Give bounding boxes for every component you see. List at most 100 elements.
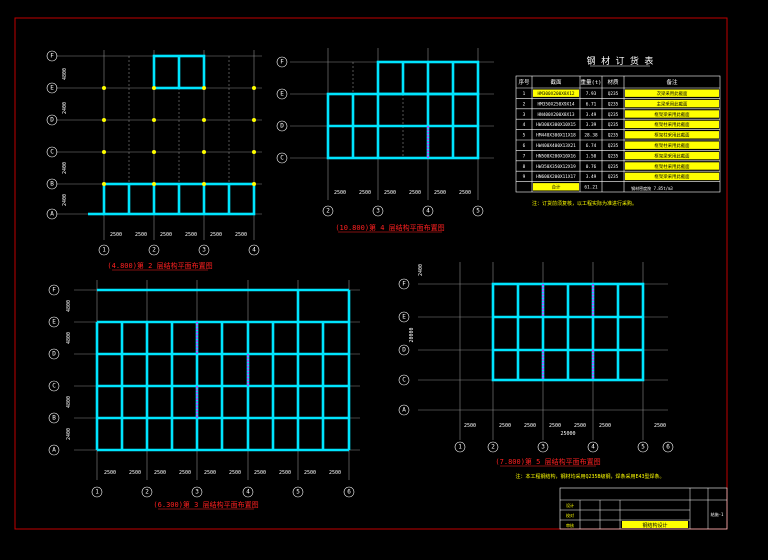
dimension: 2500 — [210, 232, 222, 238]
axis-label: 4 — [591, 444, 595, 451]
dimension: 2500 — [524, 423, 536, 429]
axis-label: 2 — [491, 444, 495, 451]
table-cell: 1 — [523, 91, 526, 97]
axis-label: 4 — [426, 208, 430, 215]
dimension: 2500 — [334, 190, 346, 196]
table-cell: 框架梁采用此截面 — [654, 173, 690, 180]
axis-label: 1 — [458, 444, 462, 451]
axis-label: C — [280, 155, 284, 162]
table-cell: HM350X250X9X14 — [537, 101, 574, 107]
table-cell: 3.49 — [586, 112, 597, 118]
dimension: 2500 — [464, 423, 476, 429]
designer-label: 设计 — [566, 502, 574, 508]
axis-label: 2 — [145, 489, 149, 496]
dimension: 2500 — [304, 470, 316, 476]
axis-label: F — [50, 53, 54, 60]
dimension: 4800 — [66, 396, 72, 408]
axis-label: 5 — [476, 208, 480, 215]
cell-highlight — [625, 162, 719, 170]
table-cell: Q235 — [608, 143, 619, 149]
floor-plan-5: F E D C A 1 2 3 4 5 6 2400 20000 25000 2… — [398, 262, 674, 467]
cell-highlight — [625, 110, 719, 118]
table-cell: 框架柱采用此截面 — [654, 163, 690, 170]
axis-label: C — [50, 149, 54, 156]
dimension: 2500 — [160, 232, 172, 238]
table-cell: 7 — [523, 153, 526, 159]
dimension: 2500 — [154, 470, 166, 476]
table-header: 重量(t) — [581, 78, 602, 86]
axis-label: E — [280, 91, 284, 98]
plan-caption: (6.300)第 3 层结构平面布置图 — [153, 500, 258, 509]
plan-caption: (4.800)第 2 层结构平面布置图 — [107, 261, 212, 270]
axis-label: E — [52, 319, 56, 326]
table-cell: Q235 — [608, 164, 619, 170]
dimension: 2500 — [574, 423, 586, 429]
table-cell: Q235 — [608, 122, 619, 128]
table-cell: 6.71 — [586, 101, 597, 107]
dimension: 2500 — [185, 232, 197, 238]
axis-label: 1 — [95, 489, 99, 496]
plan-caption: (7.800)第 5 层结构平面布置图 — [495, 457, 600, 466]
table-cell: 1.50 — [586, 153, 597, 159]
table-cell: Q235 — [608, 133, 619, 139]
title-block: 设计 校对 审核 钢结构设计 结施-1 — [559, 487, 728, 530]
axis-label: 2 — [326, 208, 330, 215]
axis-label: E — [402, 314, 406, 321]
axis-label: 4 — [252, 247, 256, 254]
axis-label: 3 — [376, 208, 380, 215]
axis-label: 4 — [246, 489, 250, 496]
cell-highlight — [533, 183, 579, 191]
axis-label: C — [52, 383, 56, 390]
dimension: 2500 — [384, 190, 396, 196]
table-cell: 3 — [523, 112, 526, 118]
dimension: 2500 — [110, 232, 122, 238]
axis-label: F — [280, 59, 284, 66]
table-cell: HW350X350X12X19 — [536, 164, 576, 170]
dimension: 2500 — [499, 423, 511, 429]
axis-label: A — [402, 407, 406, 414]
dimension: 2500 — [135, 232, 147, 238]
table-title: 钢 材 订 货 表 — [587, 55, 654, 67]
drawing-name: 钢结构设计 — [642, 522, 667, 529]
cell-highlight — [625, 141, 719, 149]
dimension: 20000 — [409, 327, 415, 342]
dimension: 2500 — [179, 470, 191, 476]
axis-label: D — [50, 117, 54, 124]
axis-label: 5 — [296, 489, 300, 496]
table-cell: 次梁采用此截面 — [657, 90, 688, 97]
table-header: 备注 — [666, 78, 678, 86]
table-cell: Q235 — [608, 101, 619, 107]
dimension: 2500 — [434, 190, 446, 196]
approver-label: 审核 — [566, 522, 574, 528]
table-cell: HN400X200X8X13 — [537, 112, 574, 118]
axis-label: A — [50, 211, 54, 218]
dimension: 25000 — [560, 431, 575, 437]
cell-highlight — [625, 120, 719, 129]
dimension: 2400 — [62, 162, 68, 174]
axis-label: B — [50, 181, 54, 188]
dimension: 4800 — [62, 68, 68, 80]
cell-highlight — [625, 151, 719, 160]
table-cell: HN600X200X11X17 — [536, 174, 576, 180]
axis-label: D — [52, 351, 56, 358]
table-cell: 合计 — [552, 184, 561, 191]
dimension: 2500 — [459, 190, 471, 196]
table-cell: 5 — [523, 133, 526, 139]
sheet-number: 结施-1 — [711, 511, 724, 517]
table-cell: 主梁采用此截面 — [657, 100, 688, 107]
table-cell: HW300X300X10X15 — [536, 122, 576, 128]
axis-label: F — [52, 287, 56, 294]
table-cell: 4 — [523, 122, 526, 128]
axis-label: 6 — [347, 489, 351, 496]
table-cell: 28.38 — [584, 133, 598, 139]
floor-plan-4: F E D C 2 3 4 5 2500 2500 2500 2500 2500… — [276, 48, 494, 233]
table-cell: Q235 — [608, 91, 619, 97]
dimension: 4800 — [66, 332, 72, 344]
table-cell: 8 — [523, 164, 526, 170]
table-cell: HW400X400X13X21 — [536, 143, 576, 149]
unit-note: 钢材密度按 7.85t/m3 — [631, 185, 673, 191]
plan-caption: (10.800)第 4 层结构平面布置图 — [335, 223, 444, 232]
dimension: 2500 — [254, 470, 266, 476]
